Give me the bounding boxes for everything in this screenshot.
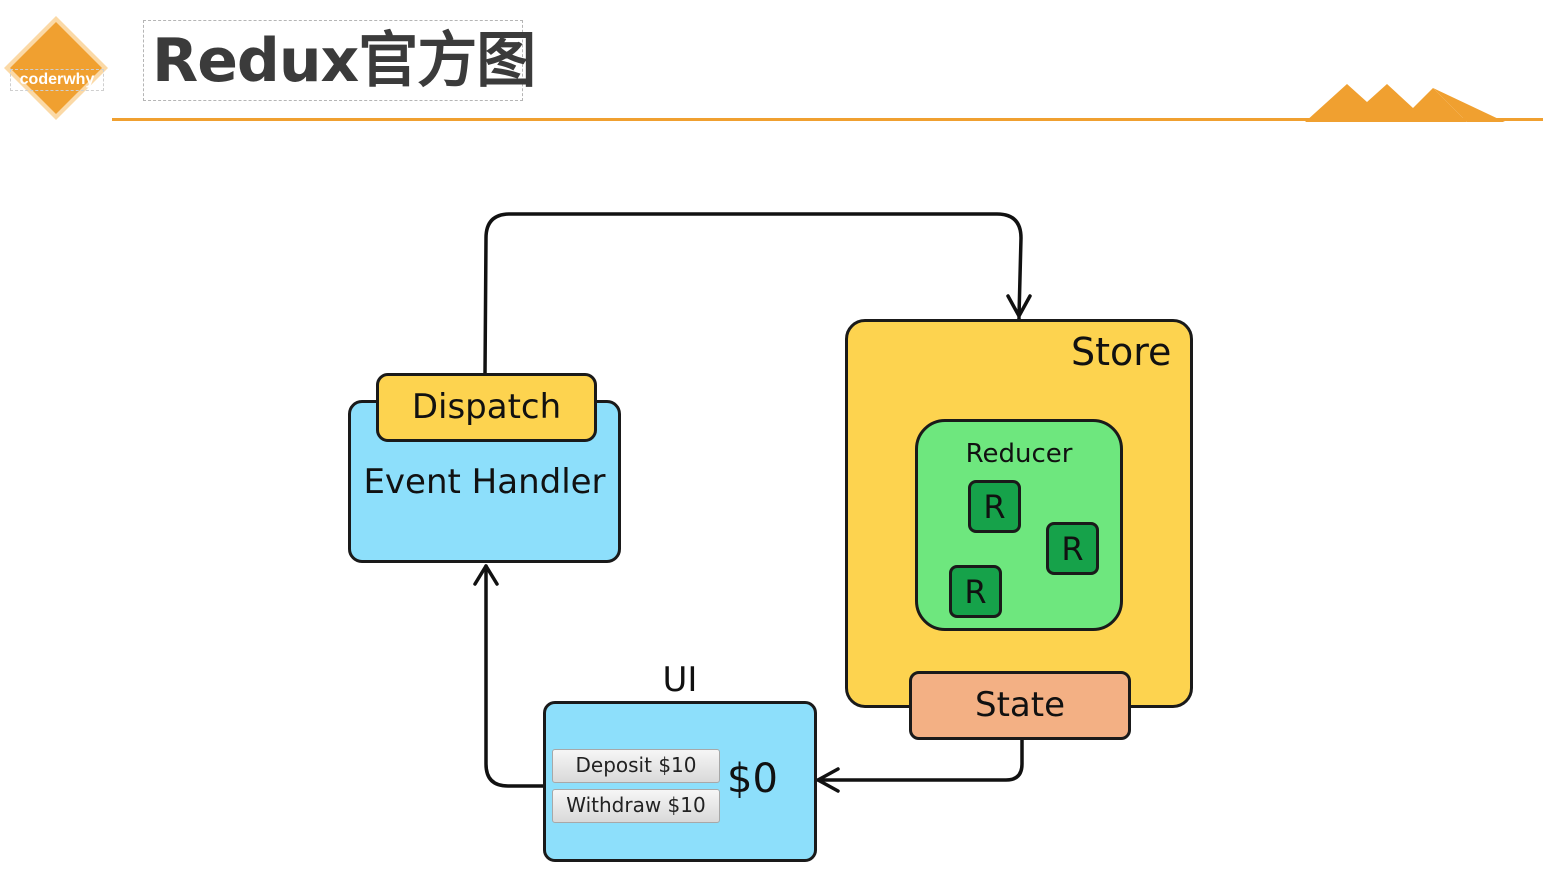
- reducer-r-2: R: [1046, 522, 1099, 575]
- logo-text: coderwhy: [10, 69, 104, 91]
- page-title-box: Redux官方图: [143, 20, 536, 101]
- state-box: [909, 671, 1131, 740]
- logo-diamond-icon: [4, 16, 108, 120]
- reducer-r-3: R: [949, 565, 1002, 618]
- withdraw-button[interactable]: Withdraw $10: [552, 789, 720, 823]
- page-title: Redux官方图: [152, 26, 536, 96]
- ui-label: UI: [662, 660, 698, 700]
- state-label: State: [975, 685, 1065, 725]
- reducer-label: Reducer: [965, 439, 1073, 469]
- arrow-ui-to-event-handler: [484, 564, 546, 788]
- event-handler-label: Event Handler: [363, 462, 606, 502]
- header-divider: [112, 118, 1543, 121]
- arrowhead-event-handler: [473, 564, 499, 586]
- store-label: Store: [1071, 330, 1172, 374]
- reducer-r-1: R: [968, 480, 1021, 533]
- arrowhead-store-top: [1006, 294, 1032, 318]
- arrowhead-ui: [816, 767, 840, 793]
- mountains-decoration-icon: [1305, 84, 1505, 122]
- dispatch-box: [376, 373, 597, 442]
- deposit-button[interactable]: Deposit $10: [552, 749, 720, 783]
- dispatch-label: Dispatch: [411, 387, 562, 427]
- coderwhy-logo: coderwhy: [0, 12, 112, 124]
- balance-value: $0: [727, 756, 778, 802]
- arrow-dispatch-to-store: [483, 212, 1023, 377]
- arrow-state-to-ui: [816, 738, 1024, 782]
